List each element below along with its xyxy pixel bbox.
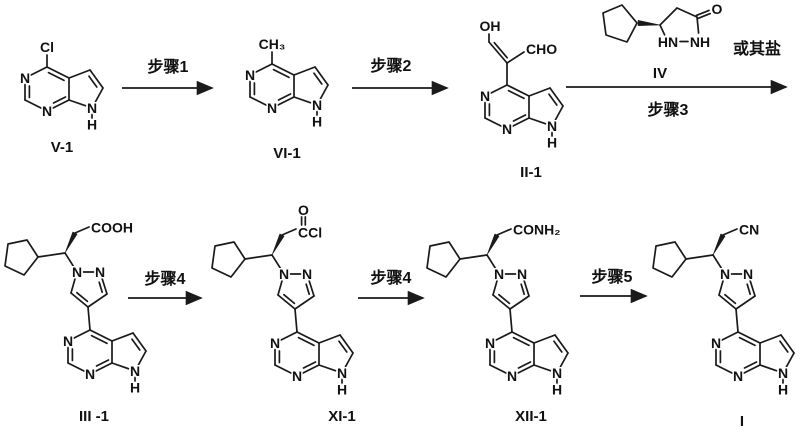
hydroxyl-label: OH [480,18,501,34]
step2-label: 步骤2 [371,56,412,75]
or-its-salt-label: 或其盐 [733,39,781,58]
compound-xii1: CONH₂ XII-1 [427,220,570,425]
pyrazole-ring [717,264,757,311]
pyrrolopyrimidine-core [709,330,796,399]
acid-chloride-label: CCl [298,225,322,241]
arrow-step5: 步骤5 [580,267,648,304]
pyrazole-ring [491,264,531,311]
arrow-step2: 步骤2 [352,56,449,96]
compound-i-label: I [740,413,744,430]
pyrazole-ring [69,262,109,309]
compound-v1: Cl V-1 [18,38,105,156]
hn-label: HN [658,34,678,50]
compound-xi1-label: XI-1 [328,408,356,425]
pyrrolopyrimidine-core [18,65,105,134]
arrow-step4b: 步骤4 [358,268,425,306]
step5-label: 步骤5 [592,267,633,286]
arrow-step1: 步骤1 [122,57,214,96]
pyrrolopyrimidine-core [243,62,330,131]
compound-vi1-label: VI-1 [273,145,301,162]
nh-label: NH [690,34,710,50]
chloro-label: Cl [40,39,54,55]
amide-label: CONH₂ [513,222,560,238]
pyrrolopyrimidine-core [478,83,565,152]
carbonyl-o-label: O [712,1,723,17]
compound-i: CN I [653,220,796,430]
step4b-label: 步骤4 [371,268,412,287]
pyrazole-ring [276,264,316,311]
nitrile-label: CN [739,222,759,238]
pyrrolopyrimidine-core [268,330,355,399]
reagent-iv: O HN NH IV 或其盐 [602,0,781,82]
compound-ii1: OH CHO II-1 [478,17,565,181]
enol-aldehyde-group: OH CHO [478,17,559,86]
methyl-label: CH₃ [259,36,286,52]
step4a-label: 步骤4 [145,269,186,288]
compound-iv-label: IV [653,65,667,82]
aldehyde-label: CHO [526,41,557,57]
step3-label: 步骤3 [648,100,689,119]
acyl-o-label: O [298,202,309,218]
step1-label: 步骤1 [148,57,189,76]
compound-v1-label: V-1 [51,139,74,156]
carboxylic-acid-label: COOH [91,220,133,236]
pyrrolopyrimidine-core [61,328,148,397]
compound-vi1: CH₃ VI-1 [243,35,330,162]
compound-iii1-label: III -1 [79,408,109,425]
compound-ii1-label: II-1 [520,164,542,181]
arrow-step3: 步骤3 [566,79,788,119]
compound-iii1: COOH III -1 [5,218,148,425]
compound-xi1: O CCl XI-1 [212,201,356,425]
stereo-wedge-bond [637,19,661,26]
arrow-step4a: 步骤4 [128,269,203,306]
pyrazolidinone-ring [659,7,712,43]
cyclopentyl-ring [602,4,638,43]
pyrrolopyrimidine-core [483,330,570,399]
compound-xii1-label: XII-1 [515,408,547,425]
